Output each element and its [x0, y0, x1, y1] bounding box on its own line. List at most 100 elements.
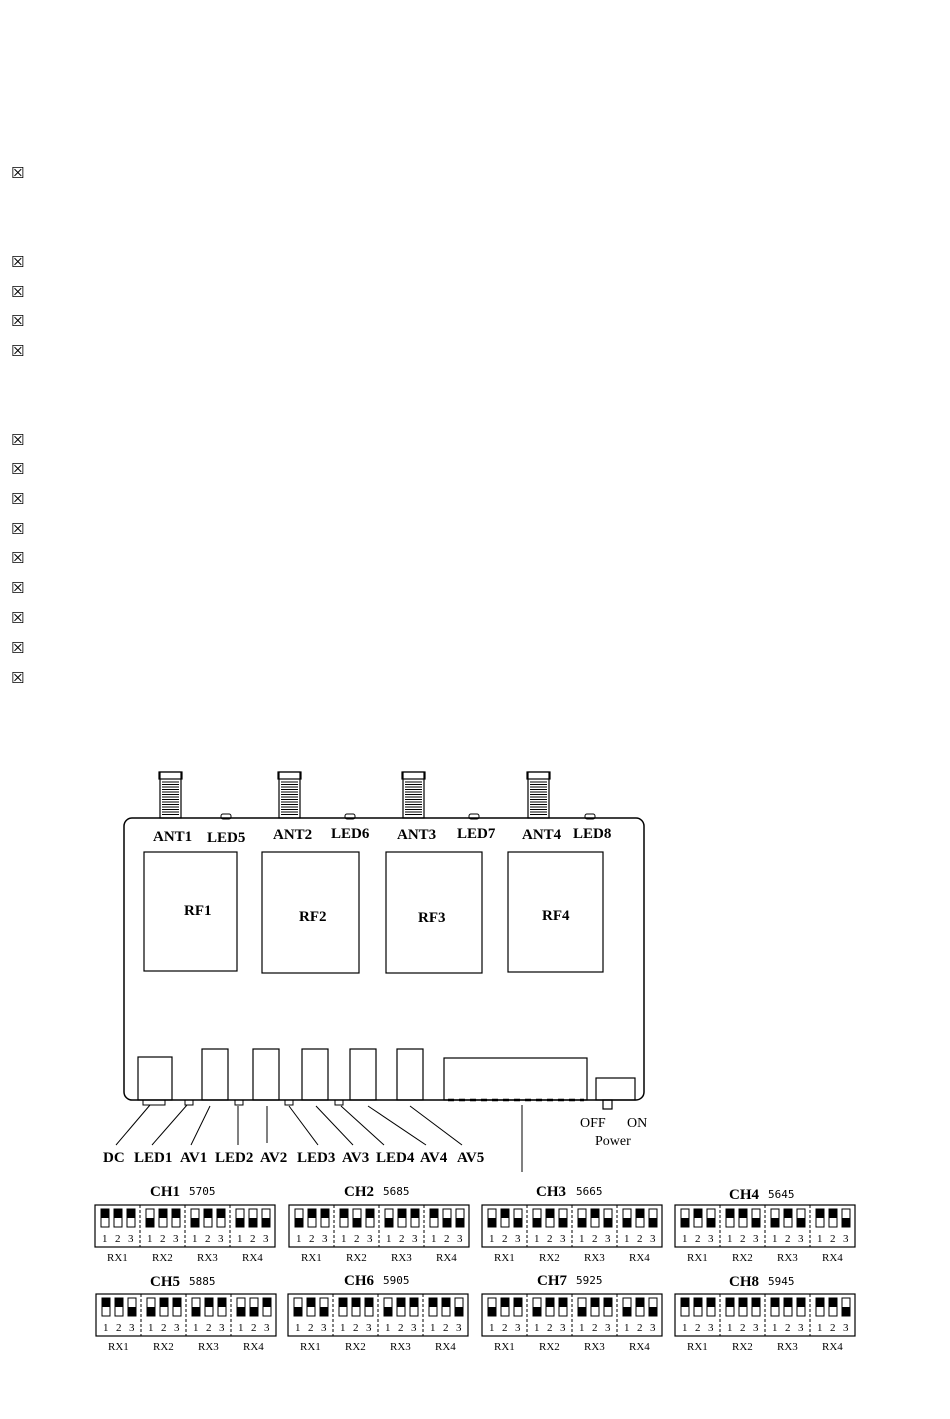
led-bump-7: [468, 813, 480, 820]
dip-switch: [841, 1297, 851, 1317]
switch-number: 1: [238, 1322, 244, 1334]
switch-number: 3: [322, 1233, 328, 1245]
dip-switch: [783, 1208, 793, 1228]
receiver-label: RX3: [197, 1252, 218, 1264]
receiver-label: RX3: [390, 1341, 411, 1353]
receiver-label: RX2: [539, 1252, 560, 1264]
channel-frequency: 5665: [576, 1185, 603, 1198]
switch-number: 3: [753, 1233, 759, 1245]
switch-number: 1: [624, 1233, 630, 1245]
dip-switch: [648, 1208, 658, 1228]
switch-number: 1: [430, 1322, 436, 1334]
svg-text:RF3: RF3: [418, 910, 446, 926]
dip-switch: [500, 1208, 510, 1228]
switch-number: 3: [753, 1322, 759, 1334]
receiver-label: RX2: [346, 1252, 367, 1264]
checkbox-bullet-icon: ☒: [11, 312, 25, 330]
dip-switch: [783, 1297, 793, 1317]
switch-number: 2: [592, 1322, 598, 1334]
dip-switch: [158, 1208, 168, 1228]
checkbox-bullet-icon: ☒: [11, 669, 25, 687]
switch-number: 3: [798, 1322, 804, 1334]
rf-module-1: RF1: [143, 851, 238, 972]
dip-switch: [410, 1208, 420, 1228]
switch-number: 1: [148, 1322, 154, 1334]
dip-switch: [351, 1297, 361, 1317]
switch-number: 2: [354, 1233, 360, 1245]
av2-label: AV2: [260, 1150, 287, 1166]
switch-number: 1: [237, 1233, 243, 1245]
receiver-label: RX1: [301, 1252, 322, 1264]
switch-number: 3: [843, 1233, 849, 1245]
switch-number: 1: [192, 1233, 198, 1245]
checkbox-bullet-icon: ☒: [11, 253, 25, 271]
switch-number: 2: [206, 1322, 212, 1334]
switch-number: 1: [489, 1233, 495, 1245]
led4-label: LED4: [376, 1150, 415, 1166]
dip-switch: [815, 1208, 825, 1228]
dip-switch: [796, 1208, 806, 1228]
antenna-connector-2: [277, 771, 302, 819]
switch-number: 1: [772, 1233, 778, 1245]
switch-number: 3: [128, 1233, 134, 1245]
dip-switch: [603, 1208, 613, 1228]
switch-number: 2: [444, 1233, 450, 1245]
switch-number: 1: [385, 1322, 391, 1334]
dip-switch: [204, 1297, 214, 1317]
switch-number: 1: [682, 1322, 688, 1334]
receiver-label: RX3: [198, 1341, 219, 1353]
rf-module-4: RF4: [507, 851, 604, 973]
board-outline: [123, 817, 645, 1101]
switch-number: 2: [398, 1322, 404, 1334]
channel-label: CH1: [150, 1184, 180, 1200]
switch-number: 2: [250, 1233, 256, 1245]
checkbox-bullet-icon: ☒: [11, 342, 25, 360]
dip-switch: [320, 1208, 330, 1228]
led7-label: LED7: [457, 826, 496, 842]
switch-number: 1: [296, 1233, 302, 1245]
receiver-label: RX2: [732, 1252, 753, 1264]
channel-label: CH6: [344, 1273, 375, 1289]
switch-number: 2: [785, 1233, 791, 1245]
led2-label: LED2: [215, 1150, 253, 1166]
av5-label: AV5: [457, 1150, 484, 1166]
switch-number: 2: [637, 1233, 643, 1245]
receiver-label: RX1: [687, 1341, 708, 1353]
channel-label: CH3: [536, 1184, 566, 1200]
dip-switch: [558, 1208, 568, 1228]
switch-number: 1: [534, 1233, 540, 1245]
switch-number: 3: [515, 1322, 521, 1334]
av4-label: AV4: [420, 1150, 448, 1166]
dip-switch: [293, 1297, 303, 1317]
dip-switch: [127, 1297, 137, 1317]
receiver-label: RX3: [777, 1341, 798, 1353]
dip-switch: [442, 1208, 452, 1228]
receiver-label: RX1: [107, 1252, 128, 1264]
antenna-connector-4: [526, 771, 551, 819]
switch-number: 2: [353, 1322, 359, 1334]
checkbox-bullet-icon: ☒: [11, 283, 25, 301]
channel-frequency: 5705: [189, 1185, 216, 1198]
antenna-connector-3: [401, 771, 426, 819]
ant4-label: ANT4: [522, 827, 562, 843]
switch-number: 1: [341, 1233, 347, 1245]
switch-number: 3: [650, 1322, 656, 1334]
channel-label: CH4: [729, 1187, 760, 1203]
receiver-label: RX2: [732, 1341, 753, 1353]
dip-switch: [590, 1297, 600, 1317]
switch-number: 1: [102, 1233, 108, 1245]
power-off-label: OFF: [580, 1116, 606, 1131]
led-bump-6: [344, 813, 356, 820]
dip-switch: [513, 1297, 523, 1317]
switch-number: 3: [218, 1233, 224, 1245]
switch-number: 3: [129, 1322, 135, 1334]
checkbox-bullet-icon: ☒: [11, 164, 25, 182]
switch-number: 2: [251, 1322, 257, 1334]
dip-switch: [828, 1208, 838, 1228]
dip-switch: [203, 1208, 213, 1228]
receiver-label: RX2: [152, 1252, 173, 1264]
